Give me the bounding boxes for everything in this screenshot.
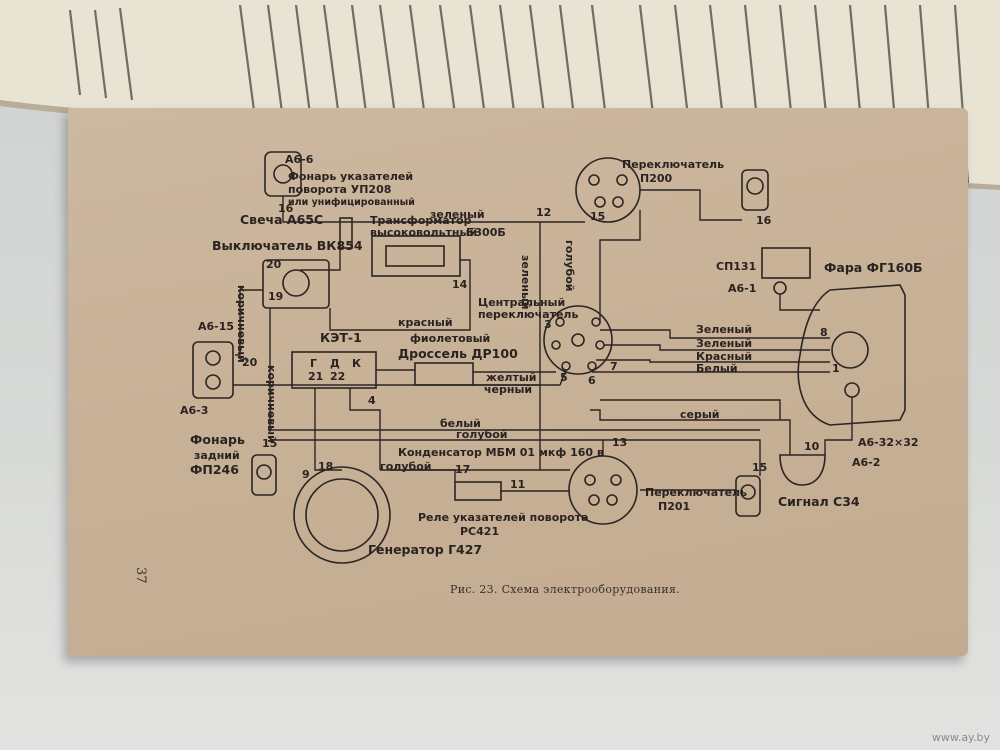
label-turn-lamp-2: поворота УП208 [288,183,391,196]
terminal-17: 17 [455,463,470,476]
wire-violet: фиолетовый [410,332,490,345]
wire-brown-1: коричневый [235,285,248,363]
terminal-15a: 15 [590,210,605,223]
label-transformer-1: Трансформатор [370,214,472,227]
label-generator: Генератор Г427 [368,542,482,557]
label-switch-p200-1: Переключатель [622,158,724,171]
wire-black: черный [484,383,532,396]
label-headlamp: Фара ФГ160Б [824,260,923,275]
terminal-20a: 20 [266,258,282,271]
wire-red: красный [398,316,453,329]
wire-green-vertical: зеленый [519,255,532,310]
terminal-4: 4 [368,394,376,407]
terminal-13: 13 [612,436,627,449]
terminal-10: 10 [804,440,820,453]
terminal-16b: 16 [756,214,772,227]
label-relay-1: Реле указателей поворота [418,511,589,524]
terminal-21: 21 [308,370,323,383]
label-tail-lamp-3: ФП246 [190,462,239,477]
watermark: www.ay.by [931,731,990,744]
label-ket1: КЭТ-1 [320,330,362,345]
book-page [68,108,968,656]
terminal-18: 18 [318,460,333,473]
terminal-15c: 15 [752,461,767,474]
wire-green-r2: Зеленый [696,337,752,350]
label-turn-lamp-3: или унифицированный [288,197,415,208]
terminal-9: 9 [302,468,310,481]
label-spark-plug: Свеча А65С [240,212,323,227]
terminal-19: 19 [268,290,283,303]
terminal-5: 5 [560,371,568,384]
label-switch-p201-1: Переключатель [645,486,747,499]
figure-caption: Рис. 23. Схема электрооборудования. [450,583,681,596]
wire-grey: серый [680,408,720,421]
wire-yellow: желтый [486,371,537,384]
label-central-switch-2: переключатель [478,308,578,321]
wire-white-r: Белый [696,362,738,375]
label-turn-lamp-1: Фонарь указателей [288,170,413,183]
terminal-8: 8 [820,326,828,339]
label-a66: А6-6 [285,153,314,166]
label-a62: А6-2 [852,456,880,469]
wire-blue-gen: голубой [380,460,431,473]
label-a61: А6-1 [728,282,756,295]
label-switch-p201-2: П201 [658,500,690,513]
wire-white: белый [440,417,481,430]
terminal-11: 11 [510,478,525,491]
label-transformer-model: Б300Б [466,226,506,239]
ket-terminal-k: К [352,357,361,370]
terminal-3: 3 [544,318,552,331]
terminal-15b: 15 [262,437,277,450]
terminal-22: 22 [330,370,345,383]
label-sp131: СП131 [716,260,756,273]
label-tail-lamp-1: Фонарь [190,432,245,447]
wire-green-top: зеленый [430,208,485,221]
page-number: 37 [133,567,148,584]
terminal-6: 6 [588,374,596,387]
wire-red-r: Красный [696,350,752,363]
terminal-1: 1 [832,362,840,375]
label-a632: А6-32×32 [858,436,919,449]
ket-terminal-g: Г [310,357,317,370]
label-a63: А6-3 [180,404,208,417]
label-choke: Дроссель ДР100 [398,346,518,361]
terminal-20b: 20 [242,356,258,369]
terminal-12: 12 [536,206,551,219]
terminal-16a: 16 [278,202,294,215]
wire-blue-vertical: голубой [563,240,576,291]
label-signal: Сигнал С34 [778,494,860,509]
ket-terminal-d: Д [330,357,340,370]
label-transformer-2: высоковольтный [370,226,477,239]
label-switch-p200-2: П200 [640,172,673,185]
wire-blue: голубой [456,428,507,441]
label-relay-2: РС421 [460,525,499,538]
label-condenser: Конденсатор МБМ 01 мкф 160 в [398,446,604,459]
terminal-7: 7 [610,360,618,373]
wire-green-r1: Зеленый [696,323,752,336]
label-tail-lamp-2: задний [194,449,240,462]
label-central-switch-1: Центральный [478,296,565,309]
terminal-14: 14 [452,278,468,291]
wire-brown-2: коричневый [265,365,278,443]
label-switch-vk854: Выключатель ВК854 [212,238,363,253]
label-a615: А6-15 [198,320,234,333]
